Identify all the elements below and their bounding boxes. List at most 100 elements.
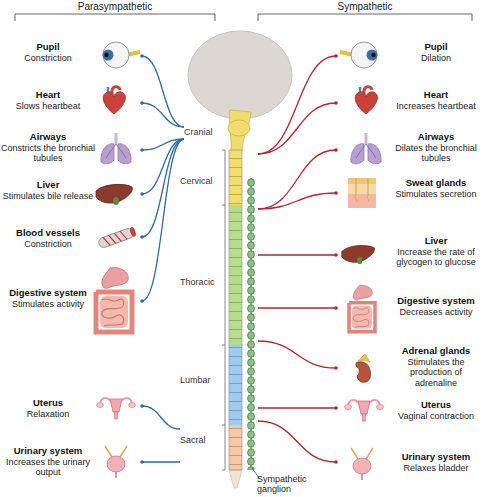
nerve-end xyxy=(334,54,338,58)
organ-box: Blood vesselsConstriction xyxy=(0,222,142,252)
brainstem xyxy=(228,120,250,136)
organ-name: Liver xyxy=(389,236,483,247)
spine-tail xyxy=(229,470,242,488)
spine-region: Cranial xyxy=(184,123,240,143)
organ-box: PupilConstriction xyxy=(0,40,142,72)
nerve-connector xyxy=(258,341,336,368)
nerve-connector xyxy=(258,254,336,255)
region-label: Cervical xyxy=(180,176,222,186)
organ-box: UterusRelaxation xyxy=(0,392,142,420)
group-bracket xyxy=(258,14,472,21)
bladder-icon xyxy=(351,448,373,480)
lungs-icon xyxy=(351,133,381,164)
nerve-connector xyxy=(142,406,180,429)
text-block: PupilConstriction xyxy=(0,42,96,63)
text-block: Sacral xyxy=(180,435,222,445)
organ-box: HeartSlows heartbeat xyxy=(0,88,142,118)
eye-icon xyxy=(103,42,141,68)
text-block: Blood vesselsConstriction xyxy=(0,228,96,249)
spine-region: Thoracic xyxy=(180,205,258,345)
organ-name: Heart xyxy=(0,90,96,101)
effect-text: Slows heartbeat xyxy=(0,101,96,111)
nerve-end xyxy=(334,101,338,105)
organ-name: Uterus xyxy=(0,398,96,409)
organ-name: Digestive system xyxy=(389,296,483,307)
effect-text: Constriction xyxy=(0,239,96,249)
effect-text: Decreases activity xyxy=(389,307,483,317)
text-block: AirwaysConstricts the bronchial tubules xyxy=(0,132,96,164)
nerve-connector xyxy=(258,150,336,209)
group-heading: Parasympathetic xyxy=(15,1,215,13)
nerve-end xyxy=(334,366,338,370)
text-block: HeartSlows heartbeat xyxy=(0,90,96,111)
effect-text: Constricts the bronchial tubules xyxy=(0,143,96,164)
organ-box: LiverIncrease the rate of glycogen to gl… xyxy=(336,232,483,278)
organ-name: Liver xyxy=(0,180,96,191)
vessel-icon xyxy=(97,226,137,249)
organ-name: Adrenal glands xyxy=(389,346,483,357)
nerve-end xyxy=(140,460,144,464)
nerve-end xyxy=(334,148,338,152)
nerve-connector xyxy=(258,103,336,154)
nerve-end xyxy=(140,404,144,408)
organ-box: LiverStimulates bile release xyxy=(0,176,142,212)
region-ruler xyxy=(222,150,225,470)
organ-name: Airways xyxy=(0,132,96,143)
sweat-gland-icon xyxy=(348,178,376,208)
brain xyxy=(188,31,292,119)
nerve-end xyxy=(334,406,338,410)
lungs-icon xyxy=(101,133,131,164)
nerve-end xyxy=(334,191,338,195)
nerve-connector xyxy=(142,56,184,127)
spine-region: Lumbar xyxy=(180,345,258,425)
heart-icon xyxy=(355,87,377,114)
eye-icon xyxy=(340,42,378,68)
effect-text: Vaginal contraction xyxy=(389,411,483,421)
organ-box: HeartIncreases heartbeat xyxy=(336,88,483,118)
organ-box: Digestive systemDecreases activity xyxy=(336,280,483,336)
effect-text: Stimulates bile release xyxy=(0,191,96,201)
organ-name: Urinary system xyxy=(389,452,483,463)
text-block: UterusRelaxation xyxy=(0,398,96,419)
text-block: LiverStimulates bile release xyxy=(0,180,96,201)
region-label: Thoracic xyxy=(180,277,222,287)
nerve-end xyxy=(140,148,144,152)
nerve-end xyxy=(334,460,338,464)
nerve-end xyxy=(140,54,144,58)
text-block: Sweat glandsStimulates secretion xyxy=(389,178,483,199)
liver-icon xyxy=(96,184,132,205)
uterus-icon xyxy=(345,400,384,421)
effect-text: Stimulates activity xyxy=(0,299,96,309)
text-block: Digestive systemStimulates activity xyxy=(0,288,96,309)
organ-name: Pupil xyxy=(389,42,483,53)
bladder-icon xyxy=(105,446,127,478)
group-bracket xyxy=(15,14,215,21)
text-block: LiverIncrease the rate of glycogen to gl… xyxy=(389,236,483,268)
text-block: HeartIncreases heartbeat xyxy=(389,90,483,111)
ganglion-chain xyxy=(246,178,256,470)
nerve-connector xyxy=(142,139,184,301)
nerve-connector xyxy=(258,193,336,209)
organ-name: Pupil xyxy=(0,42,96,53)
region-label: Lumbar xyxy=(180,375,222,385)
text-block: Cervical xyxy=(180,176,222,186)
text-block: UterusVaginal contraction xyxy=(389,400,483,421)
nerve-end xyxy=(140,192,144,196)
organ-name: Heart xyxy=(389,90,483,101)
spine-region: Sacral xyxy=(180,425,258,470)
organ-box: Urinary systemIncreases the urinary outp… xyxy=(0,440,142,484)
digestive-icon xyxy=(96,268,132,332)
spine-region: Cervical xyxy=(180,150,258,205)
organ-box: Digestive systemStimulates activity xyxy=(0,262,142,340)
text-block: Thoracic xyxy=(180,277,222,287)
effect-text: Dilation xyxy=(389,53,483,63)
nerve-end xyxy=(334,253,338,257)
effect-text: Constriction xyxy=(0,53,96,63)
text-block: Lumbar xyxy=(180,375,222,385)
nerve-connector xyxy=(258,56,336,154)
organ-name: Airways xyxy=(389,132,483,143)
nerve-connector xyxy=(258,407,336,408)
nerve-connector xyxy=(142,461,180,462)
digestive-icon xyxy=(349,285,375,331)
